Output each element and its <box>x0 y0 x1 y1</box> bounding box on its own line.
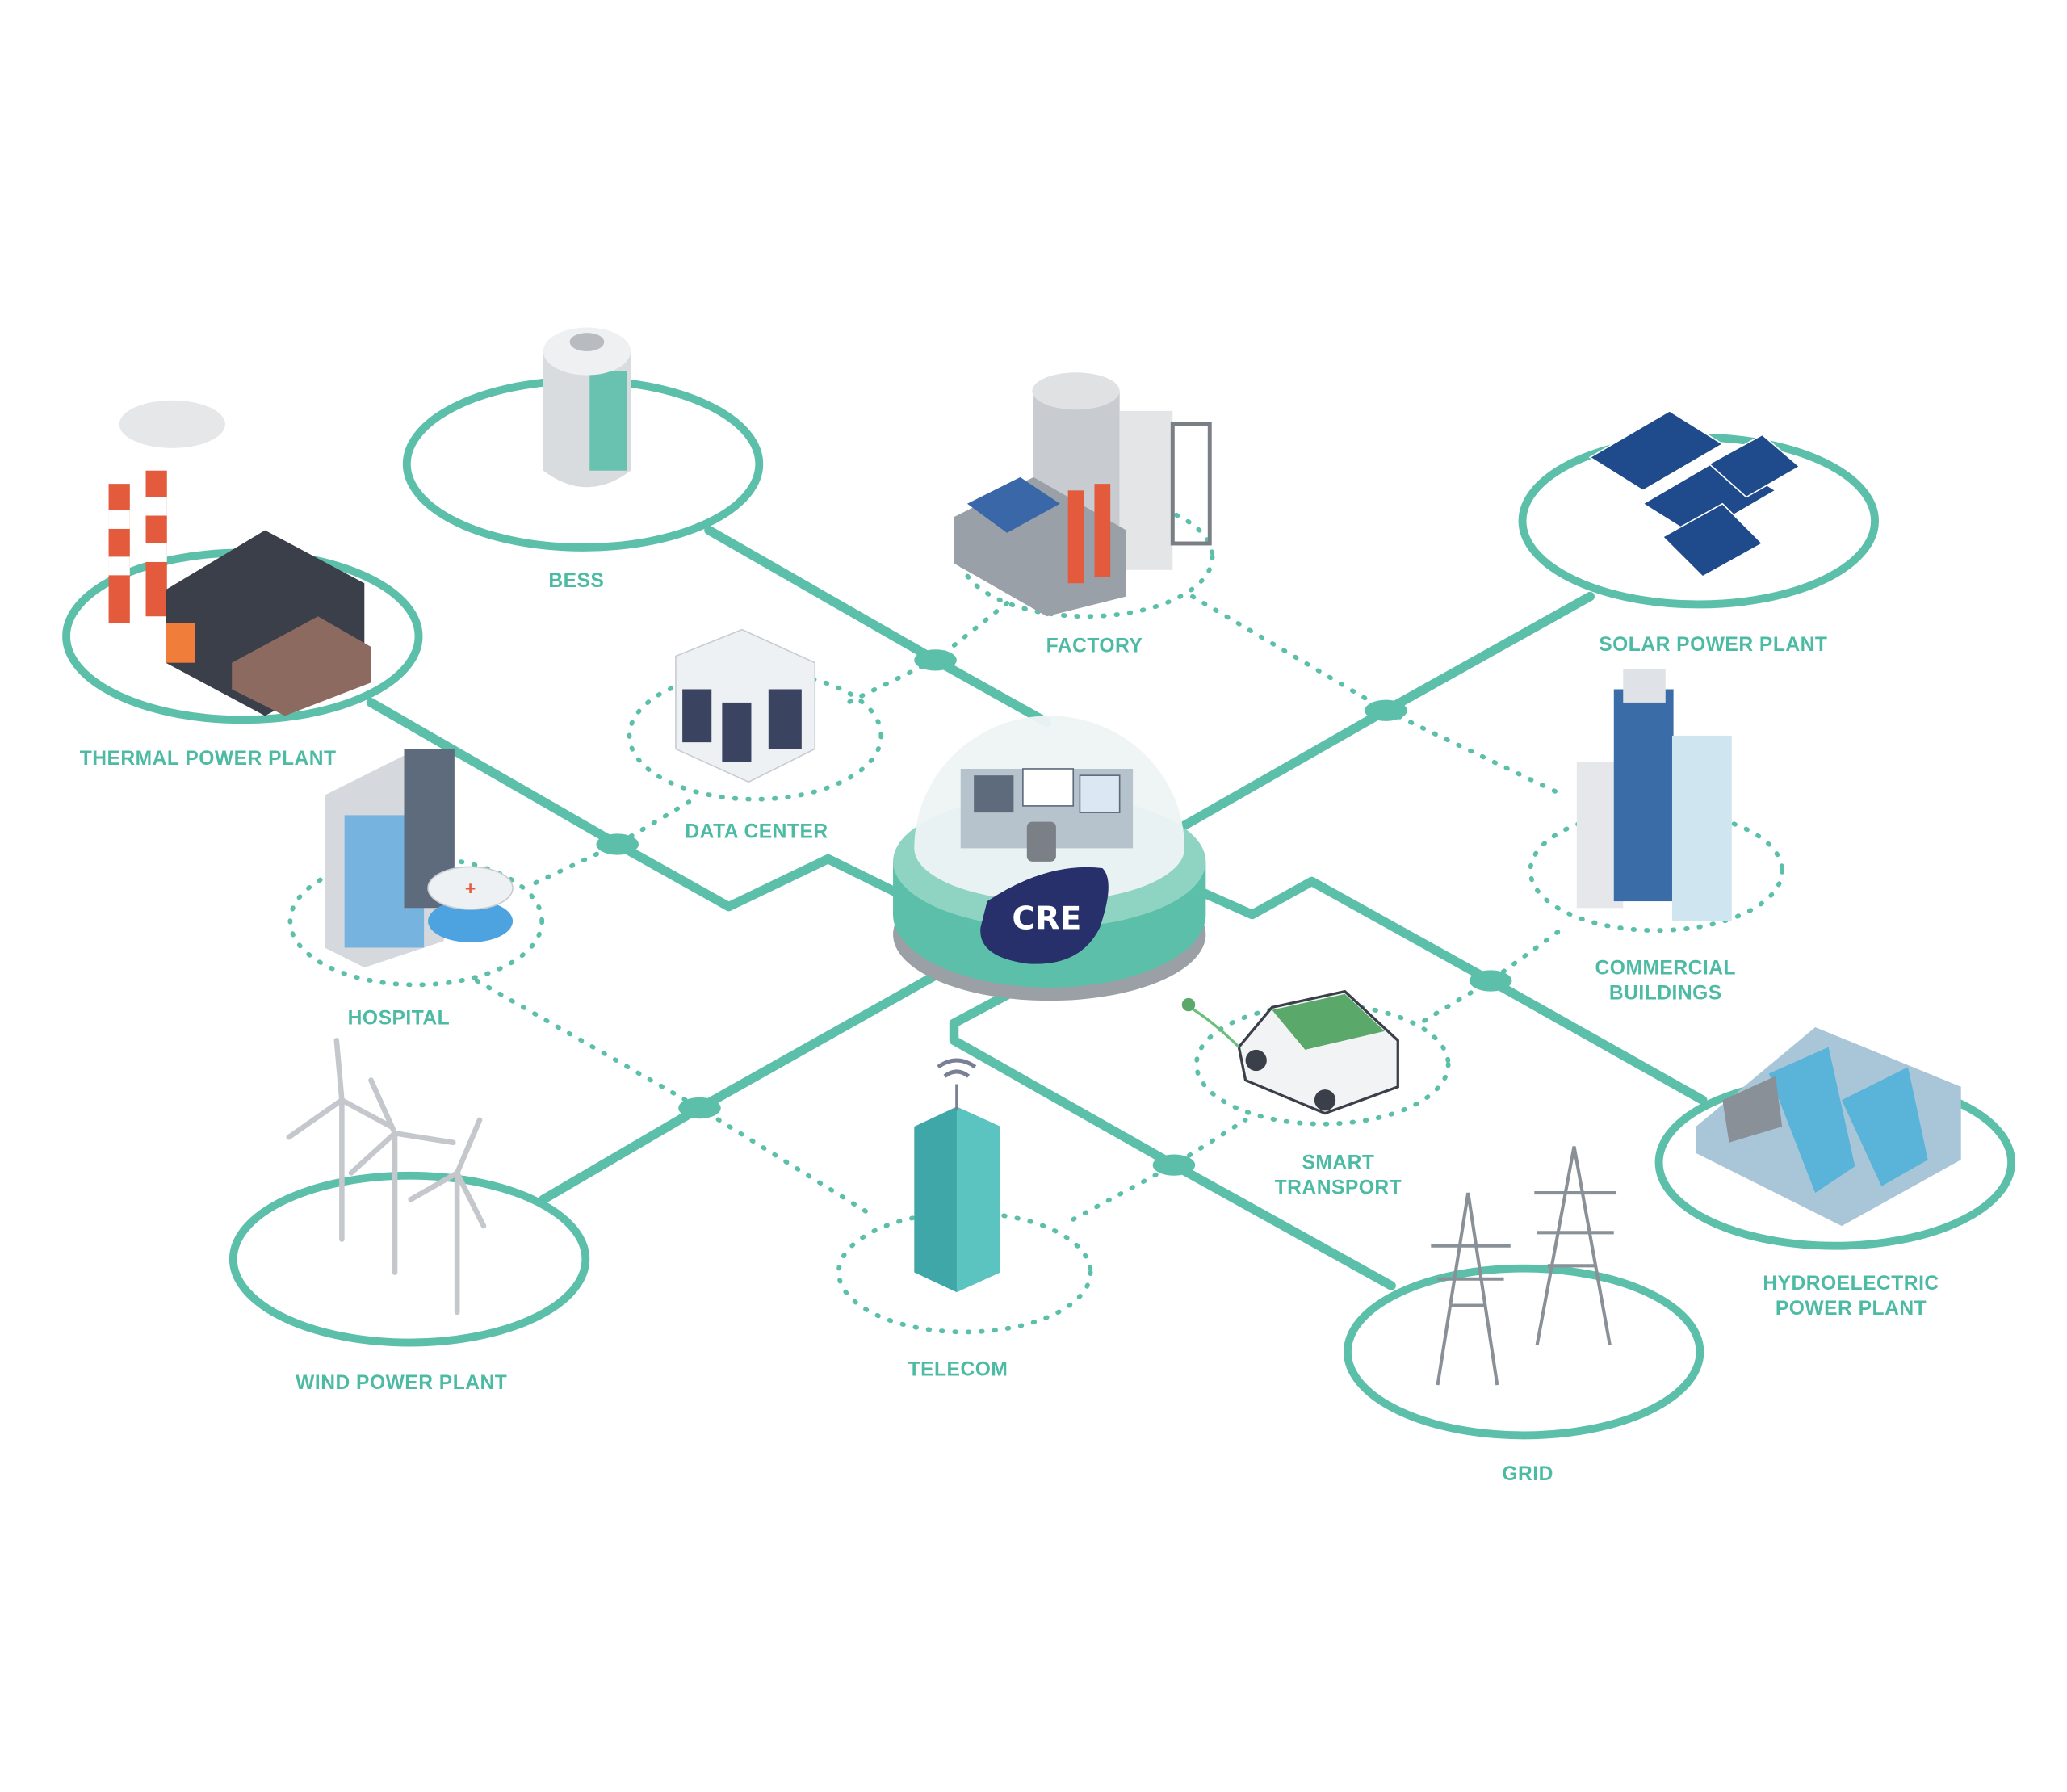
node-commercial-buildings[interactable]: COMMERCIAL BUILDINGS <box>1528 669 1785 1005</box>
label-data-center: DATA CENTER <box>685 820 828 842</box>
node-data-center[interactable]: DATA CENTER <box>627 628 884 843</box>
svg-text:+: + <box>465 878 476 899</box>
label-solar: SOLAR POWER PLANT <box>1599 634 1827 656</box>
label-commercial-1: COMMERCIAL <box>1595 957 1736 979</box>
label-wind: WIND POWER PLANT <box>296 1372 507 1394</box>
electric-car-icon <box>1181 989 1399 1115</box>
control-room-icon <box>960 768 1134 862</box>
cre-logo: CRE <box>980 867 1109 964</box>
label-hydro-2: POWER PLANT <box>1776 1298 1927 1320</box>
label-telecom: TELECOM <box>908 1359 1008 1381</box>
solar-panel-icon <box>1588 409 1801 578</box>
label-bess: BESS <box>548 570 604 592</box>
node-smart-transport[interactable]: SMART TRANSPORT <box>1181 989 1451 1199</box>
node-thermal-power-plant[interactable]: THERMAL POWER PLANT <box>62 400 423 770</box>
label-grid: GRID <box>1502 1463 1553 1485</box>
battery-icon <box>543 327 631 488</box>
label-hospital: HOSPITAL <box>348 1008 451 1030</box>
node-grid[interactable]: GRID <box>1344 1146 1704 1486</box>
node-hospital[interactable]: + HOSPITAL <box>287 749 545 1030</box>
node-wind-power-plant[interactable]: WIND POWER PLANT <box>229 1038 590 1394</box>
label-smart-transport-2: TRANSPORT <box>1275 1177 1402 1199</box>
factory-icon <box>954 372 1212 617</box>
label-factory: FACTORY <box>1046 636 1143 657</box>
office-building-icon <box>1576 669 1732 921</box>
thermal-plant-icon <box>108 400 371 716</box>
cre-logo-text: CRE <box>1012 900 1081 938</box>
label-hydro-1: HYDROELECTRIC <box>1763 1273 1939 1295</box>
server-rack-icon <box>675 628 816 783</box>
cre-control-center-hub[interactable]: CRE <box>893 716 1206 1001</box>
wind-turbine-icon <box>286 1038 487 1316</box>
node-bess[interactable]: BESS <box>402 327 764 593</box>
telecom-tower-icon <box>914 1058 1000 1293</box>
node-factory[interactable]: FACTORY <box>954 372 1215 657</box>
label-thermal: THERMAL POWER PLANT <box>80 748 337 770</box>
label-smart-transport-1: SMART <box>1302 1152 1374 1174</box>
node-hydroelectric-power-plant[interactable]: HYDROELECTRIC POWER PLANT <box>1654 1026 2015 1320</box>
node-solar-power-plant[interactable]: SOLAR POWER PLANT <box>1518 409 1879 656</box>
dam-icon <box>1696 1026 1961 1227</box>
node-telecom[interactable]: TELECOM <box>836 1058 1093 1381</box>
junction-dots <box>596 649 1512 1176</box>
hospital-icon: + <box>325 749 514 968</box>
transmission-tower-icon <box>1431 1146 1617 1386</box>
label-commercial-2: BUILDINGS <box>1609 983 1722 1005</box>
